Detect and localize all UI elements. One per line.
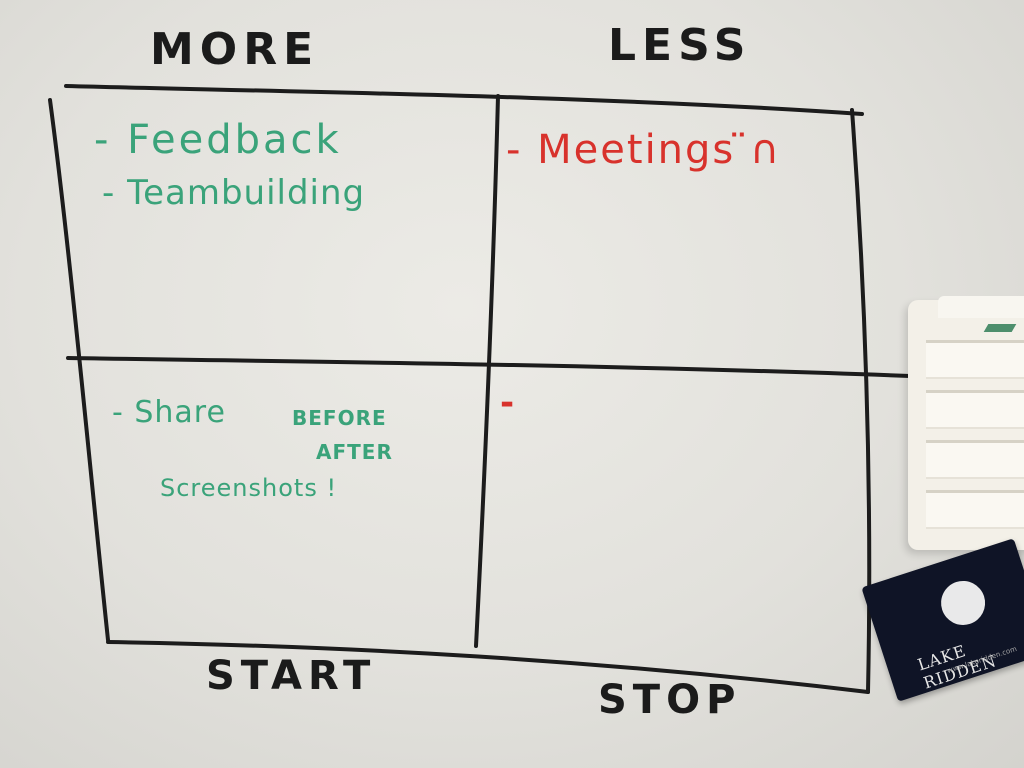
grid-vertical-divider xyxy=(474,94,500,648)
start-item-before: BEFORE xyxy=(292,406,387,430)
header-start: START xyxy=(206,653,377,699)
meetings-label: - Meetings ̈∩ xyxy=(506,127,782,173)
start-item-after: AFTER xyxy=(316,440,393,464)
stop-item-dash: - xyxy=(500,383,515,423)
eraser-rib xyxy=(926,490,1024,529)
eraser-rib xyxy=(926,440,1024,479)
less-item-meetings: - Meetings ̈∩ xyxy=(506,130,781,170)
header-less: LESS xyxy=(608,20,752,71)
grid-left-line xyxy=(48,98,110,642)
grid-bottom-line xyxy=(106,640,870,694)
grid-horizontal-divider xyxy=(66,356,912,378)
more-item-teambuilding: - Teambuilding xyxy=(102,173,366,213)
magnet-logo xyxy=(935,575,991,631)
eraser-rib xyxy=(926,340,1024,379)
start-item-share: - Share xyxy=(112,395,226,430)
whiteboard-eraser xyxy=(908,296,1024,550)
eraser-rib xyxy=(926,390,1024,429)
eraser-green-mark xyxy=(983,324,1017,332)
header-more: MORE xyxy=(150,24,320,75)
grid-top-line xyxy=(64,84,864,116)
eraser-top xyxy=(938,296,1024,318)
header-stop: STOP xyxy=(598,677,742,723)
more-item-feedback: - Feedback xyxy=(94,117,342,163)
start-item-screenshots: Screenshots ! xyxy=(160,474,338,502)
